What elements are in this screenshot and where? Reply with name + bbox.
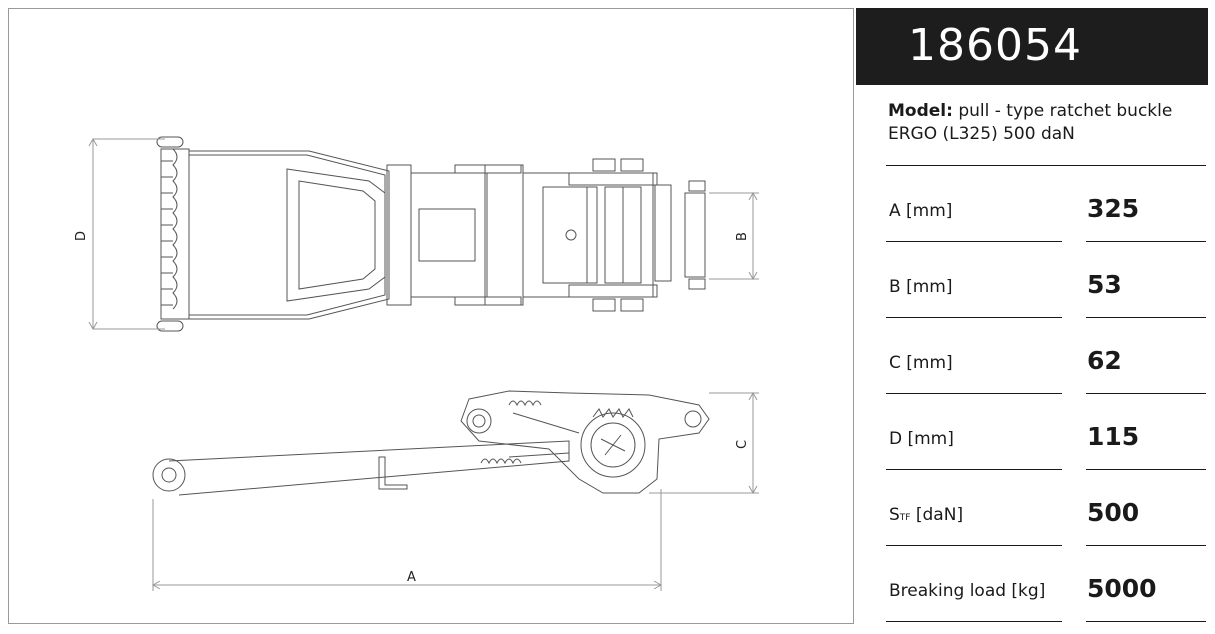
divider — [1086, 469, 1206, 470]
model-description: Model: pull - type ratchet buckle ERGO (… — [888, 100, 1204, 146]
spec-panel: 186054 Model: pull - type ratchet buckle… — [856, 8, 1208, 624]
dimension-a-label: A — [407, 570, 416, 585]
spec-value-d: 115 — [1087, 422, 1140, 451]
spec-label-b: B [mm] — [889, 277, 953, 297]
stf-subscript: TF — [899, 513, 911, 523]
spec-label-d: D [mm] — [889, 429, 954, 449]
divider — [1086, 545, 1206, 546]
spec-value-breaking-load: 5000 — [1087, 574, 1157, 603]
stf-symbol: S — [889, 505, 900, 525]
side-view — [151, 390, 759, 591]
model-text: pull - type ratchet buckle ERGO (L325) 5… — [888, 101, 1173, 144]
spec-value-c: 62 — [1087, 346, 1122, 375]
spec-value-a: 325 — [1087, 194, 1140, 223]
technical-drawing: A B C D — [74, 136, 759, 591]
divider — [886, 545, 1062, 546]
product-header: 186054 — [856, 8, 1208, 85]
divider — [886, 317, 1062, 318]
divider — [1086, 241, 1206, 242]
spec-value-stf: 500 — [1087, 498, 1140, 527]
dimension-d-label: D — [74, 231, 89, 241]
stf-unit: [daN] — [910, 505, 964, 525]
spec-label-a: A [mm] — [889, 201, 953, 221]
dimension-c-label: C — [735, 440, 750, 449]
spec-value-b: 53 — [1087, 270, 1122, 299]
spec-label-c: C [mm] — [889, 353, 953, 373]
divider — [886, 469, 1062, 470]
model-label: Model: — [888, 101, 953, 121]
divider — [886, 241, 1062, 242]
drawing-frame: A B C D — [8, 8, 854, 624]
spec-label-stf: STF [daN] — [889, 505, 963, 525]
divider — [886, 621, 1062, 622]
spec-label-breaking-load: Breaking load [kg] — [889, 581, 1046, 601]
dimension-b-label: B — [735, 232, 750, 241]
divider — [1086, 317, 1206, 318]
divider — [1086, 393, 1206, 394]
divider — [886, 393, 1062, 394]
top-view — [88, 136, 759, 332]
product-code: 186054 — [908, 20, 1082, 71]
divider — [886, 165, 1206, 166]
divider — [1086, 621, 1206, 622]
